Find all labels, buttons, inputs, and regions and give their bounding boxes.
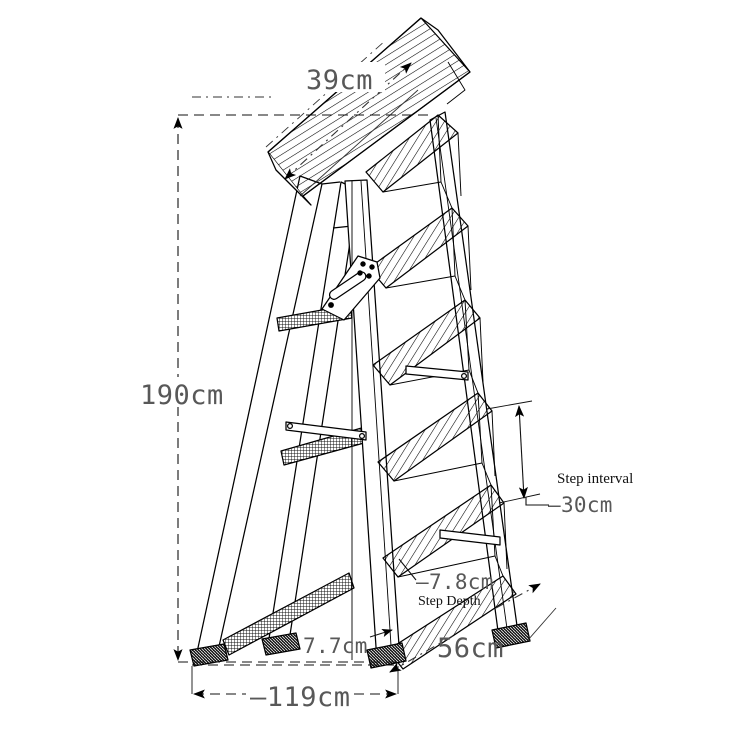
foot-cap-rear-right xyxy=(261,632,301,656)
grab-rail-upper-end xyxy=(460,372,468,380)
foot-cap-rear-left xyxy=(189,643,229,667)
top-platform-underside xyxy=(446,61,466,105)
dimension-top-platform-width xyxy=(192,39,419,197)
dimension-overall-height xyxy=(173,114,430,663)
dimension-label-base-depth: 56cm xyxy=(437,633,504,664)
dimension-step-depth xyxy=(398,558,417,581)
front-rail-right-edge xyxy=(435,117,510,644)
grab-rail-upper xyxy=(405,365,469,381)
note-step-depth: Step Depth xyxy=(418,594,481,609)
ext-line-56 xyxy=(527,607,557,641)
note-step-interval: Step interval xyxy=(557,471,633,487)
leader-30 xyxy=(525,497,549,506)
dimension-label-top-width: 39cm xyxy=(306,65,373,96)
ext-line-30-top xyxy=(486,400,533,410)
step-risers xyxy=(382,114,508,578)
dimension-label-step-depth: —7.8cm xyxy=(416,570,494,594)
grab-rail-lower xyxy=(439,529,501,546)
rivet-pivot xyxy=(328,302,334,308)
rivet-1 xyxy=(360,261,366,267)
dim-39-text-mask xyxy=(300,62,385,92)
hinge-slot xyxy=(328,271,367,300)
dim-line-30 xyxy=(515,405,528,499)
dimension-label-step-interval: —30cm xyxy=(548,493,613,517)
leader-line-7-7 xyxy=(369,629,393,638)
stringer-5 xyxy=(397,555,496,578)
dimension-label-rail-thickness: 7.7cm xyxy=(303,634,368,658)
top-platform-thickness xyxy=(275,169,312,206)
riser-4b xyxy=(491,410,496,477)
dim-line-39 xyxy=(284,62,412,180)
grab-rail-end-right xyxy=(358,432,366,440)
riser-1b xyxy=(457,132,462,197)
cross-brace-lower xyxy=(222,572,355,656)
rivet-3 xyxy=(357,270,363,276)
dimension-step-interval xyxy=(486,400,549,506)
stringer-1 xyxy=(382,181,442,193)
dim-119-text-mask xyxy=(246,680,354,710)
dim-line-56-lower xyxy=(389,633,457,673)
riser-5b xyxy=(503,502,508,570)
dimension-label-base-spread: —119cm xyxy=(250,682,351,713)
foot-cap-front-right xyxy=(491,622,531,649)
rear-leg-top-link xyxy=(321,181,341,185)
dim-190-text-mask xyxy=(136,377,232,407)
rivet-4 xyxy=(366,273,372,279)
stringer-2 xyxy=(385,275,456,289)
steps-group xyxy=(365,114,517,670)
dimension-base-depth xyxy=(389,583,557,673)
grab-rail-end-left xyxy=(286,422,294,430)
hinge-bracket xyxy=(321,255,381,321)
dim-line-56-upper xyxy=(495,583,541,609)
rivet-2 xyxy=(369,264,375,270)
riser-3b xyxy=(479,317,484,383)
riser-2b xyxy=(467,225,472,291)
leader-line-step-depth xyxy=(398,558,417,581)
grab-rails xyxy=(285,365,501,546)
dimension-label-overall-height: 190cm xyxy=(140,380,224,411)
stringer-4 xyxy=(393,462,483,482)
top-platform-right-end xyxy=(420,17,471,73)
grab-rail-middle xyxy=(285,421,367,441)
dimension-rail-thickness xyxy=(369,629,393,638)
